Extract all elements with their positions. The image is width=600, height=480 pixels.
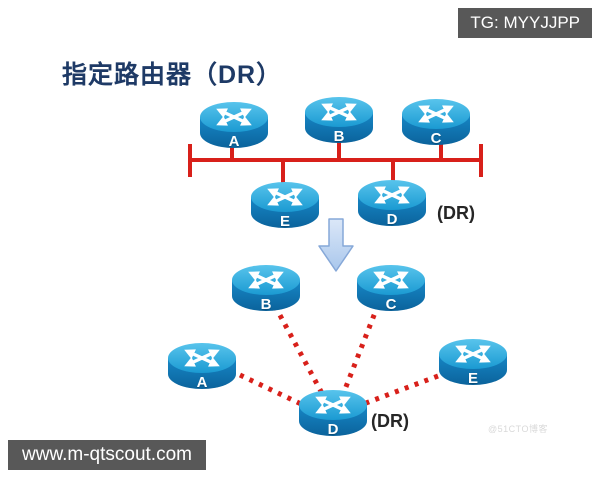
watermark-text: @51CTO博客	[488, 424, 548, 434]
bus-stub-a	[230, 142, 234, 158]
router-label: D	[386, 211, 398, 228]
router-label: E	[279, 213, 291, 230]
link-b-d	[272, 304, 327, 399]
router-node-b-bottom: B	[230, 263, 302, 313]
link-c-d	[339, 304, 381, 398]
router-label: C	[430, 130, 442, 147]
tg-badge-label: TG: MYYJJPP	[470, 13, 580, 32]
router-label: B	[260, 296, 272, 313]
router-node-a-bottom: A	[166, 341, 238, 391]
router-node-b-top: B	[303, 95, 375, 145]
bus-stub-d	[391, 162, 395, 185]
router-node-a-top: A	[198, 100, 270, 150]
tg-badge: TG: MYYJJPP	[458, 8, 592, 38]
bus-stub-b	[337, 140, 341, 158]
router-label: A	[228, 133, 240, 150]
router-label: A	[196, 374, 208, 391]
dr-annotation-top: (DR)	[437, 203, 475, 223]
site-badge: www.m-qtscout.com	[8, 440, 206, 470]
dr-annotation-bottom: (DR)	[371, 411, 409, 431]
router-node-d-top: D	[356, 178, 428, 228]
link-e-d	[365, 373, 439, 406]
bus-stub-e	[281, 162, 285, 185]
bus-end-tick-left	[188, 144, 192, 177]
bus-end-tick-right	[479, 144, 483, 177]
router-node-e-bottom: E	[437, 337, 509, 387]
router-node-e-top: E	[249, 180, 321, 230]
router-label: C	[385, 296, 397, 313]
router-node-c-top: C	[400, 97, 472, 147]
site-badge-label: www.m-qtscout.com	[22, 444, 192, 465]
router-label: E	[467, 370, 479, 387]
router-label: B	[333, 128, 345, 145]
router-node-d-bottom: D	[297, 388, 369, 438]
router-node-c-bottom: C	[355, 263, 427, 313]
router-label: D	[327, 421, 339, 438]
page-title: 指定路由器（DR）	[62, 61, 283, 89]
bus-stub-c	[439, 144, 443, 158]
link-a-d	[238, 372, 303, 407]
bus-line	[188, 158, 483, 162]
